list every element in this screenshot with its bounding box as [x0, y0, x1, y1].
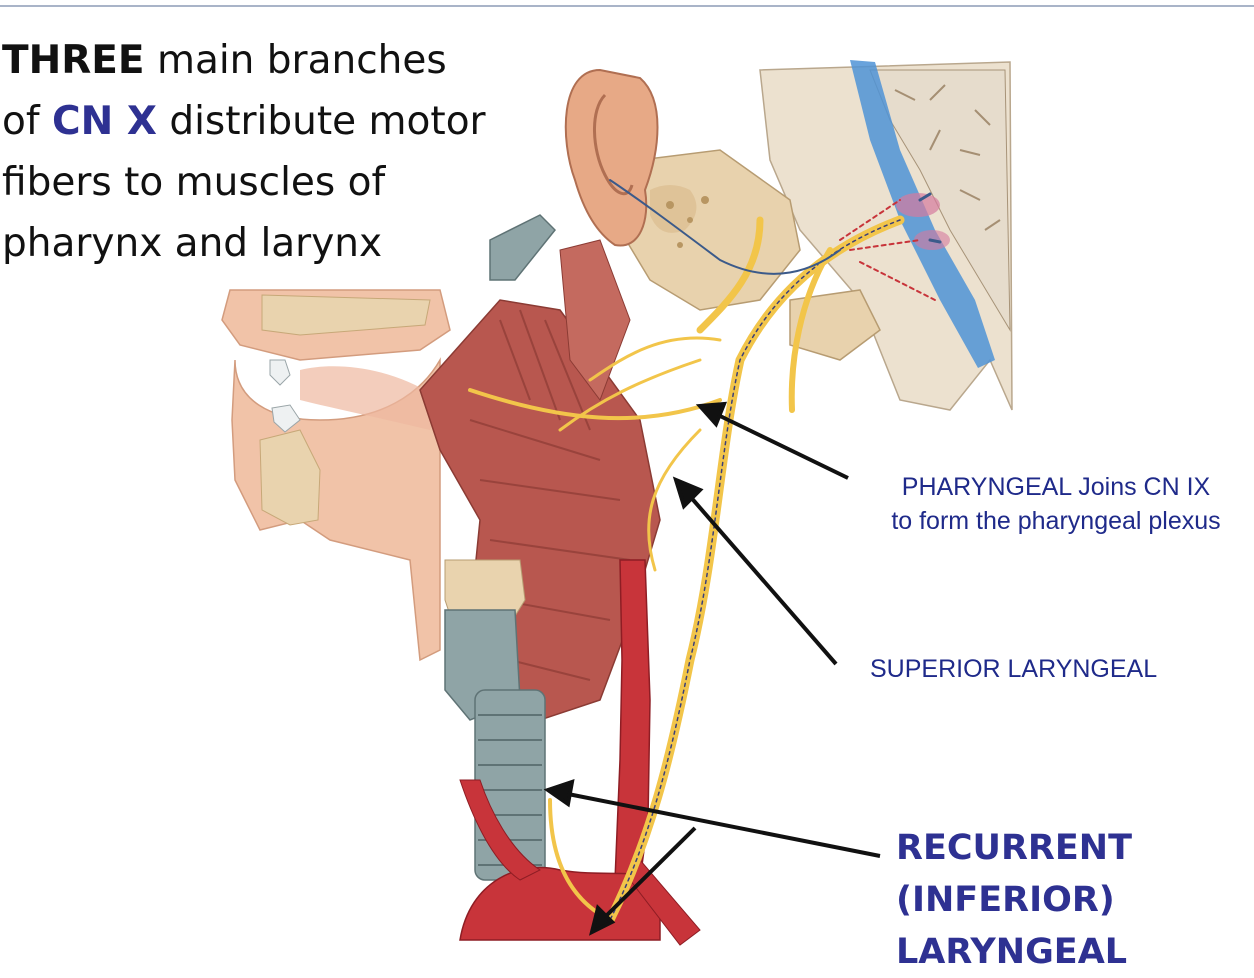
- title-line3: fibers to muscles of: [2, 160, 386, 205]
- external-ear: [564, 68, 659, 247]
- nucleus-ambiguus: [896, 193, 940, 217]
- superior-laryngeal-arrowhead: [672, 476, 704, 510]
- pointer-arrows: [543, 401, 881, 936]
- recurrent-arrow-upper: [567, 792, 881, 858]
- superior-laryngeal-arrow: [686, 492, 838, 666]
- title-line4: pharynx and larynx: [2, 221, 383, 266]
- recurrent-label-line1: RECURRENT: [896, 828, 1132, 868]
- recurrent-arrowhead-lower: [589, 904, 616, 936]
- superior-laryngeal-branch: [647, 428, 702, 572]
- recurrent-label-line2: (INFERIOR): [896, 880, 1115, 920]
- pharyngeal-label-line1: PHARYNGEAL Joins CN IX: [901, 473, 1211, 501]
- pharyngeal-arrow: [715, 412, 849, 480]
- title-line1: main branches: [144, 38, 447, 83]
- slide-title: THREE main branches of CN X distribute m…: [2, 30, 522, 274]
- oral-region: [221, 289, 451, 662]
- pharyngeal-label-line2: to form the pharyngeal plexus: [891, 507, 1221, 535]
- pharyngeal-branch: [468, 388, 722, 421]
- pharyngeal-branch-label: PHARYNGEAL Joins CN IX to form the phary…: [858, 470, 1254, 538]
- superior-laryngeal-label: SUPERIOR LARYNGEAL: [870, 655, 1158, 683]
- recurrent-laryngeal-label: RECURRENT (INFERIOR) LARYNGEAL: [896, 822, 1132, 978]
- recurrent-arrow-lower: [600, 826, 697, 922]
- arteries: [459, 559, 701, 946]
- title-line2-prefix: of: [2, 99, 52, 144]
- temporal-bone: [619, 149, 881, 361]
- title-emphasis: THREE: [2, 38, 145, 83]
- cranial-nerve-label: CN X: [52, 99, 157, 144]
- top-divider: [0, 5, 1254, 7]
- pharyngeal-arrowhead: [695, 401, 728, 428]
- skull-base-region: [759, 60, 1013, 411]
- recurrent-arrowhead-upper: [543, 779, 575, 808]
- title-line2: distribute motor: [156, 99, 486, 144]
- recurrent-label-line3: LARYNGEAL: [896, 932, 1128, 972]
